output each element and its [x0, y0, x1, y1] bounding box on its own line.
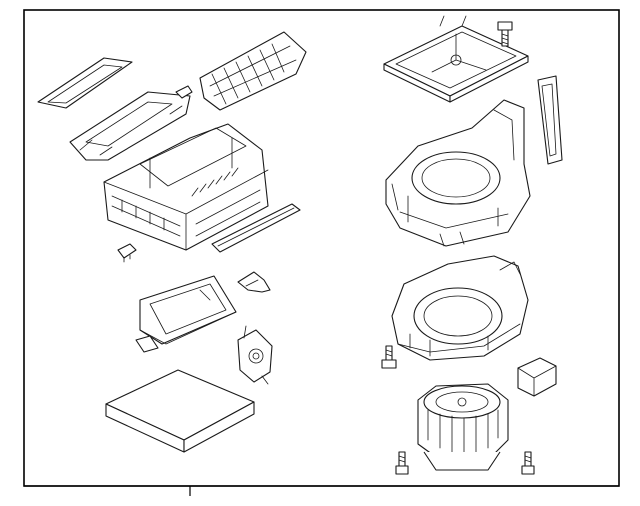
mounting-screw-top [497, 21, 513, 47]
lower-blower-case [391, 255, 529, 361]
connector-clip [117, 243, 137, 263]
top-cover-plate [383, 15, 529, 103]
actuator-motor [237, 325, 273, 385]
blower-motor [417, 383, 509, 471]
intake-case [103, 123, 269, 251]
blower-resistor [517, 357, 557, 397]
filter-door [135, 275, 237, 353]
filter-seal-gasket [37, 57, 133, 109]
cabin-air-filter [105, 369, 255, 453]
duct-gasket [537, 75, 563, 165]
filter-housing-bracket [69, 85, 193, 161]
mounting-screw-left [395, 451, 409, 475]
mounting-screw-middle [381, 345, 397, 369]
upper-blower-case [385, 99, 531, 247]
damper-strip [211, 203, 301, 253]
actuator-clip [237, 271, 271, 293]
mounting-screw-right [521, 451, 535, 475]
air-intake-duct [199, 31, 307, 111]
